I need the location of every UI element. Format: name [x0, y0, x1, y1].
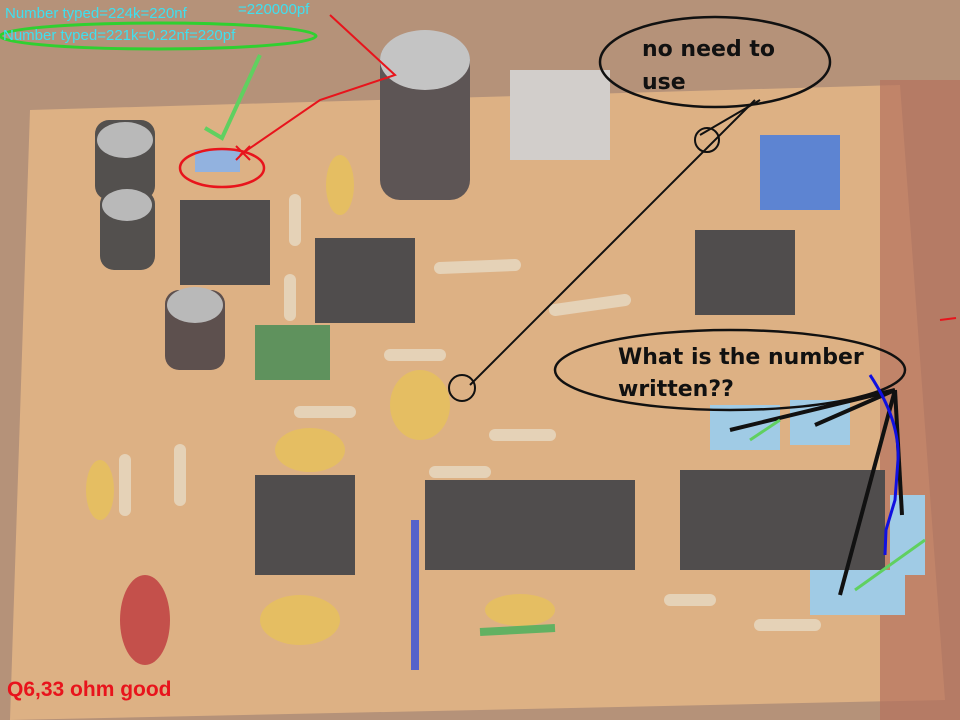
- voltage-regulator: [510, 70, 610, 160]
- green-resistor: [479, 624, 556, 636]
- typed-number-label-2: Number typed=221k=0.22nf=220pf: [3, 27, 236, 44]
- film-capacitors: [710, 400, 925, 615]
- pointer-circle: [448, 374, 476, 402]
- ceramic-capacitors: [86, 155, 555, 645]
- electrolytic-capacitor-large: [380, 30, 470, 200]
- resistors: [119, 194, 821, 631]
- q6-note: Q6,33 ohm good: [7, 678, 172, 701]
- typed-number-label-1: Number typed=224k=220nf: [5, 5, 187, 22]
- red-x-mark: [235, 145, 251, 161]
- red-capacitor: [120, 575, 170, 665]
- pointer-circle: [694, 127, 720, 153]
- green-capacitor: [255, 325, 330, 380]
- callout-ellipse-question: [553, 328, 907, 412]
- no-need-annotation: no need to use: [642, 37, 775, 95]
- blue-pointer-line: [868, 374, 900, 556]
- red-pointer-line: [239, 14, 397, 156]
- smd-capacitor-224k: [195, 150, 240, 172]
- typed-number-label-1-suffix: =220000pf: [238, 1, 310, 18]
- red-highlight-ellipse: [178, 147, 266, 189]
- ic-chips: [180, 200, 885, 575]
- electrolytic-capacitors-left: [95, 120, 225, 370]
- question-annotation: What is the number written??: [618, 345, 864, 402]
- trimmer-potentiometer: [760, 135, 840, 210]
- green-check-mark: [203, 54, 262, 141]
- callout-ellipse-no-need: [598, 15, 832, 109]
- green-highlight-ellipse: [0, 21, 318, 51]
